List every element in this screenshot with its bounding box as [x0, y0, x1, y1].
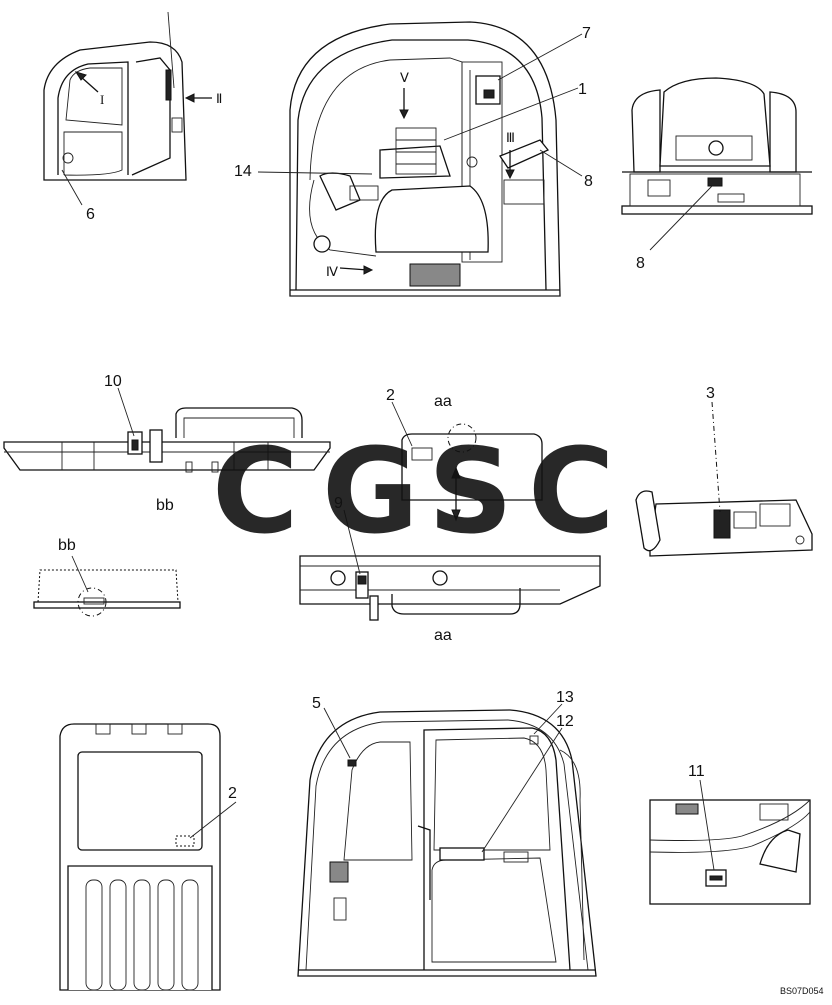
view-arrow-v: Ⅴ [399, 70, 409, 120]
console-view [635, 490, 813, 557]
view-arrow-iii: Ⅲ [505, 130, 515, 180]
view-arrow-ii: Ⅱ [184, 91, 222, 106]
leader-1 [443, 87, 579, 141]
callout-14: 14 [234, 163, 252, 180]
callout-5: 5 [312, 695, 321, 712]
rail-detail-bb [3, 407, 331, 473]
leader-10 [117, 387, 135, 437]
cab-door-view [297, 709, 597, 977]
rail-detail-aa [299, 555, 601, 621]
callout-13: 13 [556, 689, 574, 706]
leader-14 [257, 171, 373, 175]
view-marker-iii: Ⅲ [506, 130, 515, 145]
callout-9: 9 [334, 495, 343, 512]
leader-12 [481, 727, 563, 853]
detail-label-aa-bottom: aa [434, 627, 452, 644]
leader-11 [699, 779, 715, 871]
callout-1: 1 [578, 81, 587, 98]
cab-overview-view [43, 41, 187, 181]
view-marker-iv: Ⅳ [326, 264, 338, 279]
view-arrow-iv: Ⅳ [326, 264, 374, 279]
watermark-letter-s: S [428, 422, 513, 560]
detail-label-bb-bottom: bb [156, 497, 174, 514]
callout-10: 10 [104, 373, 122, 390]
callout-7: 7 [582, 25, 591, 42]
leader-7 [497, 33, 583, 81]
cab-rear-panel-view [59, 723, 221, 991]
callout-11: 11 [688, 763, 705, 780]
drawing-code: BS07D054 [780, 986, 824, 996]
leader-3 [711, 401, 721, 513]
view-marker-ii: Ⅱ [216, 91, 222, 106]
watermark-letter-c2: C [528, 422, 615, 560]
watermark-letter-c1: C [212, 422, 299, 560]
leader-5 [323, 707, 351, 759]
window-panel-view [401, 423, 543, 522]
watermark-letter-g: G [322, 422, 419, 560]
leader-line-top [167, 11, 175, 89]
leader-13 [533, 703, 563, 735]
cgsc-watermark: C G S C [212, 422, 615, 560]
label-detail-11 [649, 799, 811, 905]
rail-detail-bb-small [33, 555, 181, 617]
leader-8-cab [539, 149, 583, 177]
leader-8-seat [649, 185, 713, 251]
view-marker-v: Ⅴ [400, 70, 409, 85]
callout-8-seat: 8 [636, 255, 645, 272]
callout-2-rear: 2 [228, 785, 237, 802]
callout-8-cab: 8 [584, 173, 593, 190]
leader-2-rear [189, 801, 237, 839]
view-marker-i: I [100, 92, 104, 107]
callout-3: 3 [706, 385, 715, 402]
callout-12: 12 [556, 713, 574, 730]
seat-rear-view [621, 77, 813, 215]
detail-label-bb-top: bb [58, 537, 76, 554]
cab-interior-view [289, 21, 561, 297]
view-arrow-i: I [74, 71, 104, 107]
detail-label-aa-top: aa [434, 393, 452, 410]
leader-2-window [391, 401, 413, 447]
leader-6 [61, 169, 83, 206]
leader-9 [343, 509, 361, 575]
callout-6: 6 [86, 206, 95, 223]
callout-2-window: 2 [386, 387, 395, 404]
